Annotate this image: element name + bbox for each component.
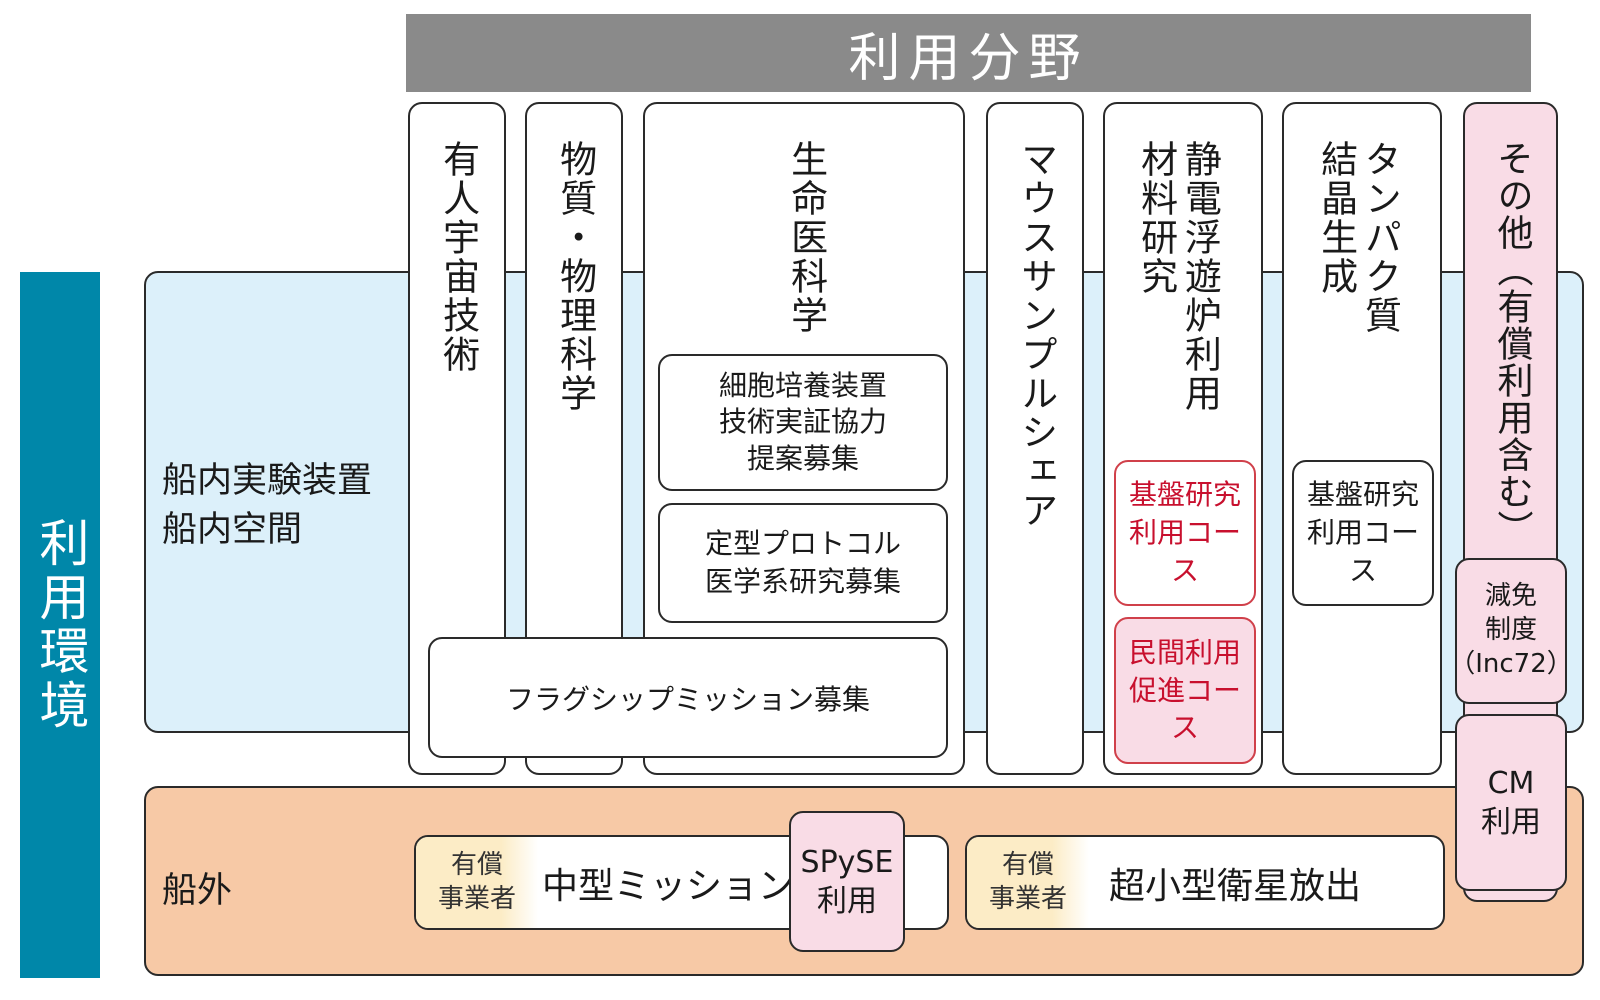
column-crewed-label: 有人宇宙技術 bbox=[436, 140, 480, 374]
paid-operator-tag-2: 有償 事業者 bbox=[967, 837, 1089, 928]
flagship-box: フラグシップミッション募集 bbox=[428, 637, 948, 758]
protocol-box: 定型プロトコル 医学系研究募集 bbox=[658, 503, 948, 623]
cm-use-box: CM 利用 bbox=[1455, 714, 1567, 891]
inboard-label: 船内実験装置 船内空間 bbox=[162, 461, 373, 550]
column-protein-label: タンパク質 結晶生成 bbox=[1314, 140, 1402, 335]
column-mouse bbox=[986, 102, 1084, 775]
column-other-label: その他（有償利用含む） bbox=[1491, 140, 1533, 547]
side-label: 利用環境 bbox=[31, 517, 90, 733]
reduction-system-box: 減免 制度 （Inc72） bbox=[1449, 558, 1573, 704]
column-life-label: 生命医科学 bbox=[784, 140, 828, 335]
outboard-label: 船外 bbox=[162, 871, 233, 911]
column-protein bbox=[1282, 102, 1442, 775]
small-satellite-box: 有償 事業者 超小型衛星放出 bbox=[965, 835, 1445, 930]
els-private-course: 民間利用 促進コース bbox=[1114, 617, 1256, 764]
column-mouse-label: マウスサンプルシェア bbox=[1014, 140, 1058, 530]
protein-basic-course: 基盤研究 利用コース bbox=[1292, 460, 1434, 606]
cell-culture-box: 細胞培養装置 技術実証協力 提案募集 bbox=[658, 354, 948, 491]
paid-operator-tag: 有償 事業者 bbox=[416, 837, 538, 928]
els-basic-course: 基盤研究 利用コース bbox=[1114, 460, 1256, 606]
column-els-label: 静電浮遊炉利用 材料研究 bbox=[1134, 140, 1222, 413]
mid-mission-label: 中型ミッション bbox=[542, 865, 795, 907]
header-title: 利用分野 bbox=[848, 28, 1089, 89]
header-bar: 利用分野 bbox=[406, 14, 1531, 92]
spyse-box: SPySE 利用 bbox=[789, 811, 905, 952]
side-label-bar: 利用環境 bbox=[20, 272, 100, 978]
small-satellite-label: 超小型衛星放出 bbox=[1109, 865, 1362, 907]
column-physics-label: 物質・物理科学 bbox=[553, 140, 597, 413]
